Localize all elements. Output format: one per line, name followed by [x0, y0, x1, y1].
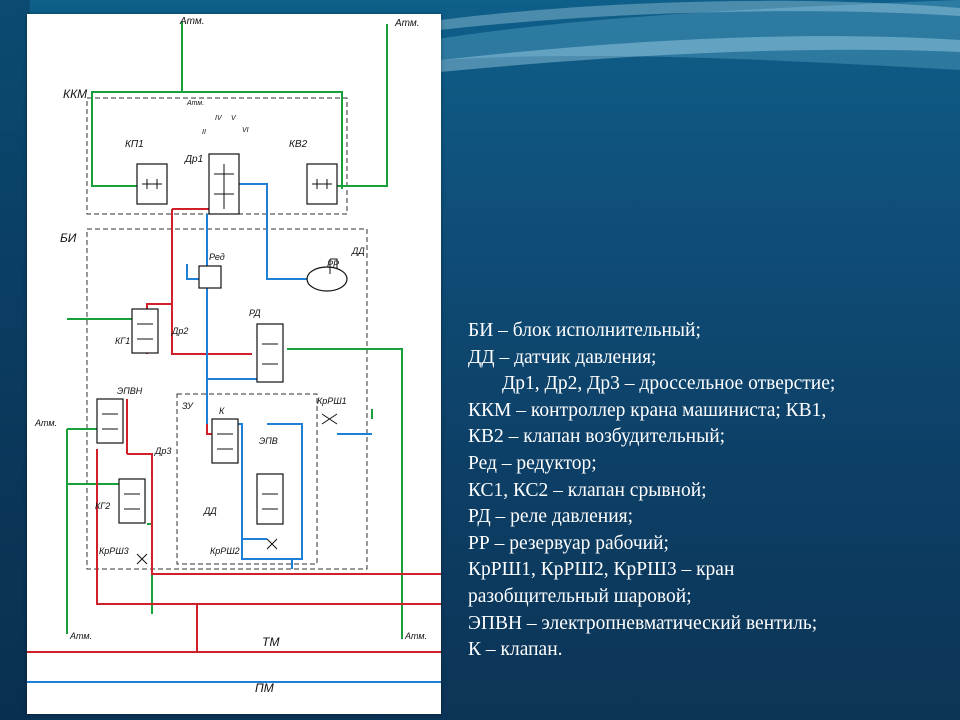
label-atm-top-left: Атм.	[179, 16, 205, 27]
legend-text: БИ – блок исполнительный; ДД – датчик да…	[468, 318, 938, 664]
label-pm: ПМ	[255, 681, 274, 695]
label-red: Ред	[209, 252, 225, 262]
blue-supply-lines	[27, 183, 441, 683]
label-dr2: Др2	[171, 326, 188, 336]
legend-line: разобщительный шаровой;	[468, 585, 692, 607]
label-kg1: КГ1	[115, 336, 130, 346]
label-kg2: КГ2	[95, 501, 110, 511]
legend-line: Др1, Др2, Др3 – дроссельное отверстие;	[502, 373, 836, 395]
label-epvn: ЭПВН	[117, 386, 143, 396]
label-pos-v: V	[231, 115, 237, 122]
legend-line: РР – резервуар рабочий;	[468, 532, 669, 554]
label-krrsh3: КрРШ3	[99, 546, 129, 556]
label-pos-ii: II	[202, 129, 206, 136]
legend-line: БИ – блок исполнительный;	[468, 320, 701, 341]
label-atm-bottom-right: Атм.	[404, 631, 427, 641]
legend-line: ДД – датчик давления;	[468, 346, 657, 368]
label-atm-inner: Атм.	[186, 100, 204, 107]
label-atm-bottom-left: Атм.	[69, 631, 92, 641]
label-atm-top-right: Атм.	[394, 18, 420, 29]
legend-line: КВ2 – клапан возбудительный;	[468, 426, 726, 448]
legend-line: Ред – редуктор;	[468, 452, 597, 474]
label-rd: РД	[249, 308, 261, 318]
label-bi: БИ	[60, 231, 77, 245]
legend-line: КС1, КС2 – клапан срывной;	[468, 479, 707, 501]
component-internal-marks	[102, 164, 338, 565]
label-k: К	[219, 406, 225, 416]
label-kp1: КП1	[125, 139, 144, 150]
label-dd-1: ДД	[351, 246, 365, 256]
label-dr1: Др1	[184, 154, 203, 165]
legend-line: КрРШ1, КрРШ2, КрРШ3 – кран	[468, 559, 735, 581]
label-krrsh2: КрРШ2	[210, 546, 240, 556]
dashed-block-borders	[86, 97, 368, 570]
label-pos-iv: IV	[215, 115, 223, 122]
legend-line: К – клапан.	[468, 639, 563, 661]
label-zu: ЗУ	[182, 401, 194, 411]
pneumatic-scheme-panel: Атм. Атм. Атм. ККМ КП1 КВ2 Др1 II IV V V…	[27, 14, 441, 714]
label-rr: РР	[327, 259, 339, 269]
legend-line: РД – реле давления;	[468, 506, 634, 528]
label-atm-left: Атм.	[34, 418, 57, 428]
label-tm: ТМ	[262, 635, 279, 649]
label-kkm: ККМ	[63, 87, 87, 101]
scheme-labels: Атм. Атм. Атм. ККМ КП1 КВ2 Др1 II IV V V…	[34, 16, 427, 695]
label-krrsh1: КрРШ1	[317, 396, 347, 406]
label-pos-vi: VI	[242, 127, 249, 134]
label-dd-2: ДД	[203, 506, 217, 516]
legend-line: ККМ – контроллер крана машиниста; КВ1,	[468, 399, 827, 421]
label-epv: ЭПВ	[259, 436, 278, 446]
component-boxes	[96, 153, 348, 525]
label-dr3: Др3	[154, 446, 171, 456]
legend-line: ЭПВН – электропневматический вентиль;	[468, 612, 818, 634]
pneumatic-scheme-diagram: Атм. Атм. Атм. ККМ КП1 КВ2 Др1 II IV V V…	[27, 16, 441, 695]
label-kv2: КВ2	[289, 139, 308, 150]
